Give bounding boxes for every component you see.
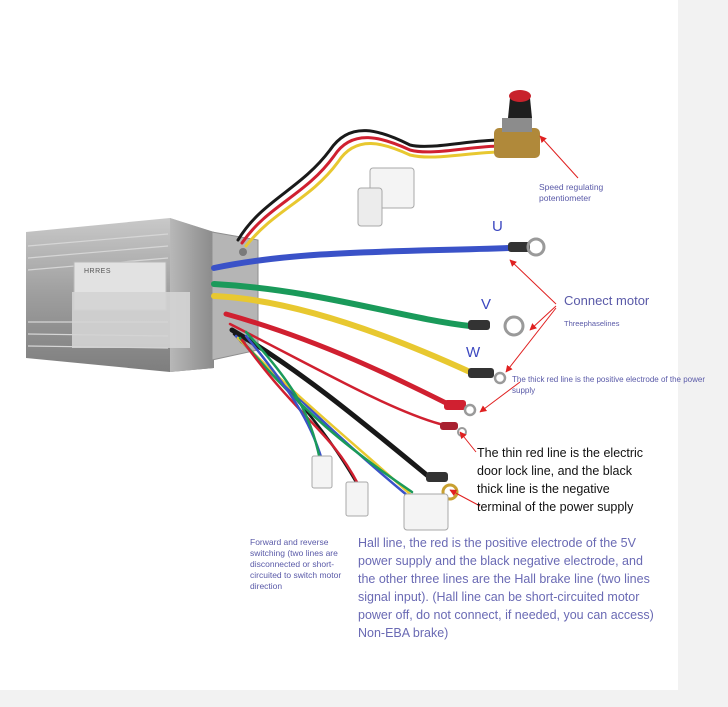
controller-brand: HRRES (84, 268, 112, 275)
thin-red-annotation: The thin red line is the electric door l… (477, 446, 644, 514)
three-phase-annotation: Threephaselines (564, 319, 620, 328)
annotation-arrows (449, 135, 579, 507)
phase-label-w: W (466, 344, 481, 361)
speed-potentiometer (494, 90, 540, 158)
bottom-connectors (311, 455, 449, 531)
ring-terminals (426, 237, 546, 501)
hall-line-annotation: Hall line, the red is the positive elect… (358, 536, 654, 640)
thick-red-annotation: The thick red line is the positive elect… (512, 375, 705, 395)
pot-connector (357, 167, 415, 227)
speed-pot-annotation: Speed regulating potentiometer (539, 182, 604, 203)
controller-box (26, 218, 259, 372)
wire-harness (211, 245, 513, 498)
forward-reverse-annotation: Forward and reverse switching (two lines… (250, 537, 342, 591)
connect-motor-annotation: Connect motor (564, 293, 650, 308)
phase-label-v: V (481, 296, 492, 313)
potentiometer-wires (236, 129, 504, 248)
phase-label-u: U (492, 218, 503, 235)
